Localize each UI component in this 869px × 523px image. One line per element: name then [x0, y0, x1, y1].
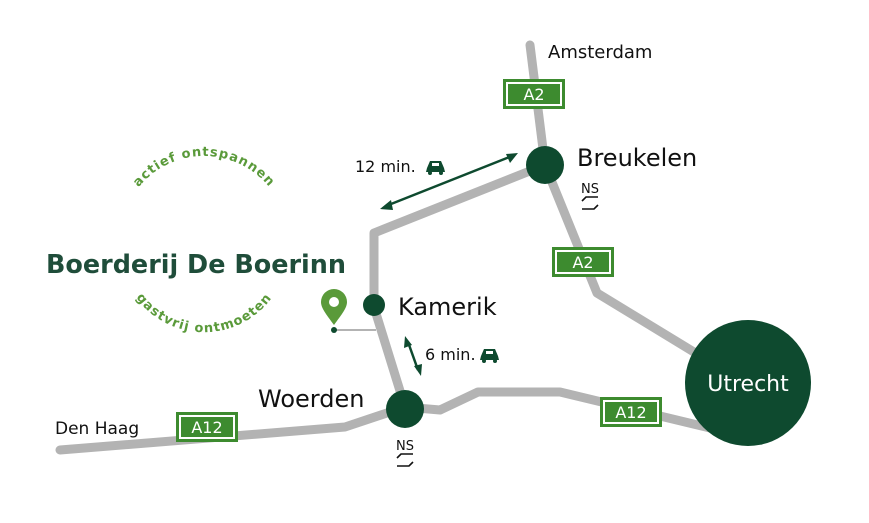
city-dot-woerden [386, 390, 424, 428]
travel-time-kamerik-woerden: 6 min. [404, 336, 499, 376]
highway-label-a12-west: A12 [191, 418, 222, 437]
label-breukelen: Breukelen [577, 144, 697, 172]
station-breukelen: NS [581, 182, 599, 210]
station-woerden: NS [396, 439, 414, 467]
label-woerden: Woerden [258, 385, 364, 413]
train-icon [581, 196, 599, 210]
label-kamerik: Kamerik [398, 293, 497, 321]
station-label-breukelen: NS [581, 182, 599, 197]
location-pin-icon [321, 289, 347, 333]
highway-label-a2-north: A2 [523, 85, 544, 104]
highway-label-a2-south: A2 [572, 253, 593, 272]
train-icon [396, 453, 414, 467]
city-dot-kamerik [363, 294, 385, 316]
city-dot-breukelen [526, 146, 564, 184]
label-utrecht: Utrecht [707, 372, 789, 397]
label-amsterdam: Amsterdam [548, 42, 652, 63]
travel-time-breukelen-kamerik: 12 min. [355, 153, 518, 210]
brand-logo: actief ontspannen Boerderij De Boerinn g… [46, 145, 346, 336]
road-a12 [55, 387, 765, 455]
brand-name: Boerderij De Boerinn [46, 250, 346, 280]
station-label-woerden: NS [396, 439, 414, 454]
highway-shield-a12-east: A12 [600, 397, 662, 427]
highway-shield-a12-west: A12 [176, 412, 238, 442]
highway-shield-a2-south: A2 [552, 247, 614, 277]
car-icon [426, 161, 445, 175]
travel-label-kamerik-woerden: 6 min. [425, 345, 476, 364]
label-den-haag: Den Haag [55, 419, 139, 439]
brand-tagline-top: actief ontspannen [130, 145, 278, 190]
car-icon [480, 349, 499, 363]
travel-label-breukelen-kamerik: 12 min. [355, 157, 416, 176]
brand-tagline-bottom: gastvrij ontmoeten [133, 291, 276, 337]
city-dot-utrecht [685, 320, 811, 446]
highway-label-a12-east: A12 [615, 403, 646, 422]
highway-shield-a2-north: A2 [503, 79, 565, 109]
road-breukelen-woerden [369, 160, 550, 412]
